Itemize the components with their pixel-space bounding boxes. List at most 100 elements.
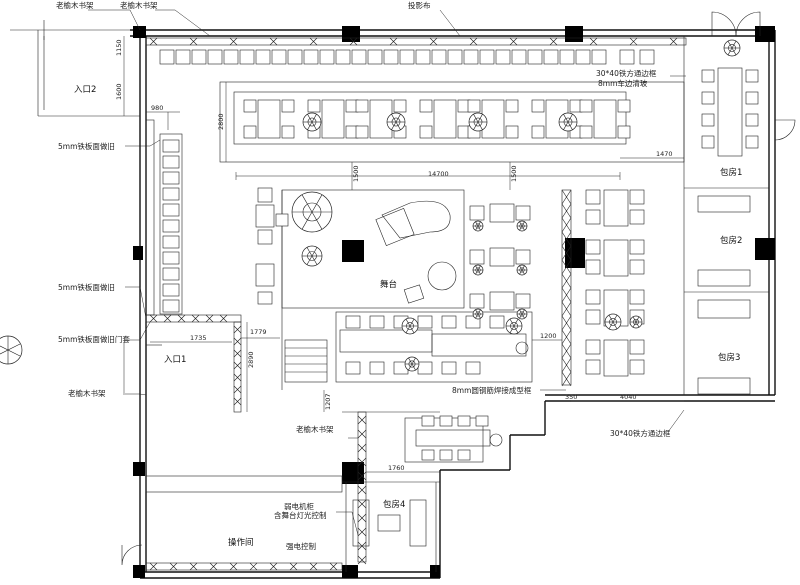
plant-icon	[505, 317, 523, 335]
plant-leaf	[475, 225, 479, 231]
frame-cross	[149, 314, 158, 323]
plant-icon	[516, 264, 528, 276]
plant-leaf	[513, 325, 519, 334]
central-dining-area	[219, 81, 685, 163]
table	[603, 189, 629, 227]
dim-1150: 1150	[115, 39, 123, 56]
plant-icon	[291, 191, 333, 233]
plant-leaf	[632, 321, 637, 328]
plant-leaf	[391, 114, 397, 123]
left-stage-seating	[255, 187, 289, 305]
chair	[619, 49, 635, 65]
label-stage: 舞台	[380, 279, 397, 290]
shelf-cross	[229, 37, 238, 46]
square-table	[489, 247, 515, 267]
shelf-cross	[229, 562, 238, 571]
chair	[335, 49, 351, 65]
shelf-cell	[162, 267, 180, 281]
plant-icon	[516, 220, 528, 232]
chair	[439, 415, 453, 427]
chair	[457, 449, 471, 461]
plant-icon	[301, 245, 323, 267]
frame-cross	[233, 349, 242, 358]
outer-walls	[10, 29, 776, 579]
shelf-cell	[162, 171, 180, 185]
chair	[629, 239, 645, 255]
chair	[745, 135, 759, 149]
chair	[417, 315, 433, 329]
plant-leaf	[509, 325, 515, 334]
frame-cross	[561, 245, 572, 261]
shelf-cell	[162, 203, 180, 217]
chair	[579, 99, 593, 113]
chair	[465, 361, 481, 375]
plant-leaf	[409, 318, 415, 327]
chair	[399, 49, 415, 65]
chair	[585, 209, 601, 225]
dimension-lines	[123, 36, 684, 473]
chair	[439, 449, 453, 461]
chair	[505, 125, 519, 139]
plant-icon	[604, 313, 622, 331]
side-table	[255, 263, 275, 287]
plant-leaf	[731, 47, 737, 56]
plant-leaf	[391, 121, 397, 130]
plant-leaf	[727, 40, 733, 49]
chair	[585, 289, 601, 305]
plant-leaf	[608, 314, 614, 323]
plant-leaf	[519, 225, 523, 231]
chair	[505, 99, 519, 113]
chair	[257, 229, 273, 245]
right-tables	[585, 189, 645, 377]
frame-cross	[219, 314, 228, 323]
shelf-cross	[589, 37, 598, 46]
plant-leaf	[727, 47, 733, 56]
dim-1500b: 1500	[510, 165, 518, 182]
frame-cross	[561, 343, 572, 359]
plant-leaf	[477, 265, 481, 271]
plant-leaf	[306, 255, 313, 265]
plant-leaf	[521, 221, 525, 227]
chair	[579, 125, 593, 139]
chair	[585, 309, 601, 325]
dim-1207: 1207	[324, 393, 332, 410]
top-bookshelf	[145, 37, 687, 46]
chair	[559, 49, 575, 65]
room3-sofa	[697, 377, 751, 395]
label-control-1: 弱电机柜	[284, 501, 314, 511]
frame-cross	[561, 315, 572, 331]
plant-leaf	[311, 255, 318, 265]
chair	[469, 293, 485, 309]
shelf-cross	[357, 513, 367, 523]
chair	[701, 69, 715, 83]
plant-icon	[723, 39, 741, 57]
chair	[419, 99, 433, 113]
plant-leaf	[301, 211, 313, 230]
plant-leaf	[311, 211, 323, 230]
chair	[275, 213, 289, 227]
shelf-cross	[269, 562, 278, 571]
entrance1-wall	[145, 314, 242, 413]
dim-1735: 1735	[190, 334, 207, 342]
plant-leaf	[306, 247, 313, 257]
chair	[383, 49, 399, 65]
shelf-cross	[309, 562, 318, 571]
table	[603, 339, 629, 377]
chair	[351, 49, 367, 65]
plant-leaf	[513, 318, 519, 327]
stage-stairs	[284, 339, 328, 383]
chair	[281, 125, 295, 139]
table	[603, 239, 629, 277]
plant-leaf	[477, 309, 481, 315]
plant-leaf	[521, 225, 525, 231]
plant-icon	[516, 308, 528, 320]
plant-leaf	[567, 114, 573, 123]
shelf-cross	[189, 37, 198, 46]
shelf-cross	[509, 37, 518, 46]
shelf-cross	[349, 37, 358, 46]
chair	[207, 49, 223, 65]
chair	[515, 293, 531, 309]
plant-leaf	[477, 114, 483, 123]
dim-1500a: 1500	[352, 165, 360, 182]
chair	[355, 125, 369, 139]
